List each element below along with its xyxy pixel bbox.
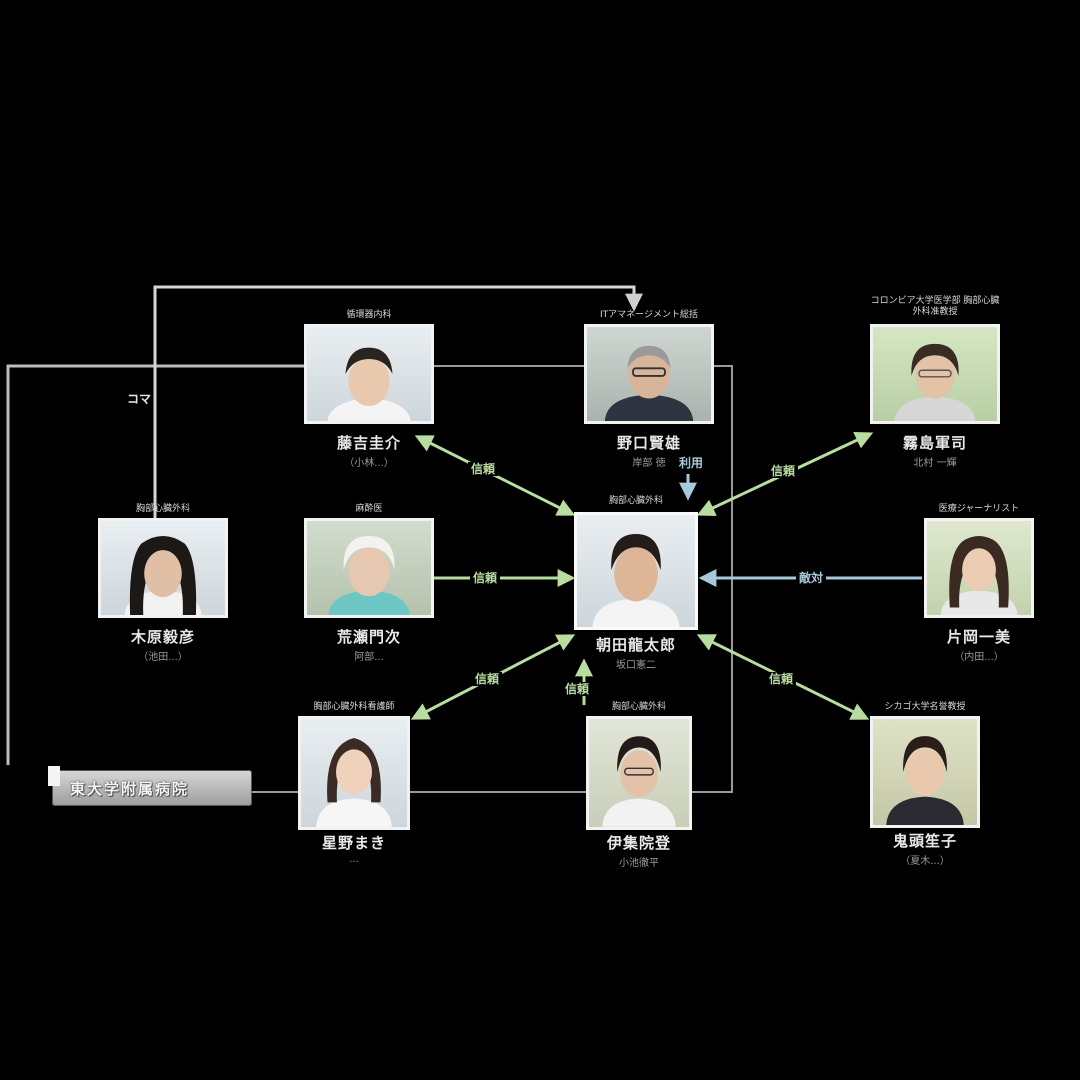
portrait-photo <box>304 324 434 424</box>
actor-name: 阿部... <box>354 652 384 663</box>
actor-name: （小林...） <box>344 458 394 469</box>
actor-name: ... <box>349 854 359 865</box>
character-name: 鬼頭笙子 <box>892 832 957 850</box>
edge-label-trust-arase: 信頼 <box>470 571 501 585</box>
edge-label-use-noguchi: 利用 <box>679 456 704 470</box>
character-name: 木原毅彦 <box>130 628 195 646</box>
edge-label-trust-hoshino: 信頼 <box>472 672 503 686</box>
actor-name: 坂口憲二 <box>616 660 656 671</box>
hospital-bracket-line <box>6 364 308 765</box>
character-name: 霧島軍司 <box>902 434 967 452</box>
portrait-photo <box>870 716 980 828</box>
role-label: 胸部心臓外科 <box>611 702 666 712</box>
portrait-photo <box>584 324 714 424</box>
portrait-photo <box>586 716 692 830</box>
edge-label-trust-izumi: 信頼 <box>562 682 593 696</box>
hospital-label-tag: 東大学附属病院 <box>48 766 252 806</box>
noguchi-kihara-line <box>153 285 643 520</box>
hospital-name: 東大学附属病院 <box>70 780 190 798</box>
actor-name: （池田...） <box>138 652 188 663</box>
actor-name: 小池徹平 <box>619 858 659 869</box>
edge-label-hostile-katagiri: 敵対 <box>796 571 827 585</box>
character-name: 伊集院登 <box>606 834 671 852</box>
character-name: 荒瀬門次 <box>336 628 401 646</box>
character-name: 片岡一美 <box>946 628 1011 646</box>
character-name: 藤吉圭介 <box>336 434 401 452</box>
portrait-photo <box>98 518 228 618</box>
character-name: 朝田龍太郎 <box>595 636 676 654</box>
portrait-photo <box>870 324 1000 424</box>
role-label: 胸部心臓外科 <box>135 504 190 514</box>
role-label: コロンビア大学医学部 胸部心臓外科准教授 <box>870 296 1000 317</box>
portrait-photo <box>574 512 698 630</box>
character-name: 野口賢雄 <box>616 434 681 452</box>
actor-name: 岸部 徳 <box>632 458 666 469</box>
role-label: 麻酔医 <box>355 504 383 514</box>
actor-name: （夏木...） <box>900 856 950 867</box>
edge-label-noguchi-kihara: コマ <box>127 392 152 406</box>
portrait-photo <box>298 716 410 830</box>
role-label: ITアマネージメント総括 <box>600 310 698 320</box>
role-label: 循環器内科 <box>346 310 392 320</box>
tag-flap <box>48 766 60 786</box>
role-label: 胸部心臓外科看護師 <box>313 702 395 712</box>
edge-label-trust-kirishima: 信頼 <box>768 464 799 478</box>
role-label: 胸部心臓外科 <box>608 496 663 506</box>
edge-label-trust-fujiyoshi: 信頼 <box>468 462 499 476</box>
portrait-photo <box>304 518 434 618</box>
actor-name: （内田...） <box>954 652 1004 663</box>
actor-name: 北村 一輝 <box>913 458 957 469</box>
role-label: シカゴ大学名誉教授 <box>884 702 966 712</box>
portrait-photo <box>924 518 1034 618</box>
edge-label-trust-kitoh: 信頼 <box>766 672 797 686</box>
role-label: 医療ジャーナリスト <box>938 504 1020 514</box>
character-name: 星野まき <box>321 834 386 852</box>
